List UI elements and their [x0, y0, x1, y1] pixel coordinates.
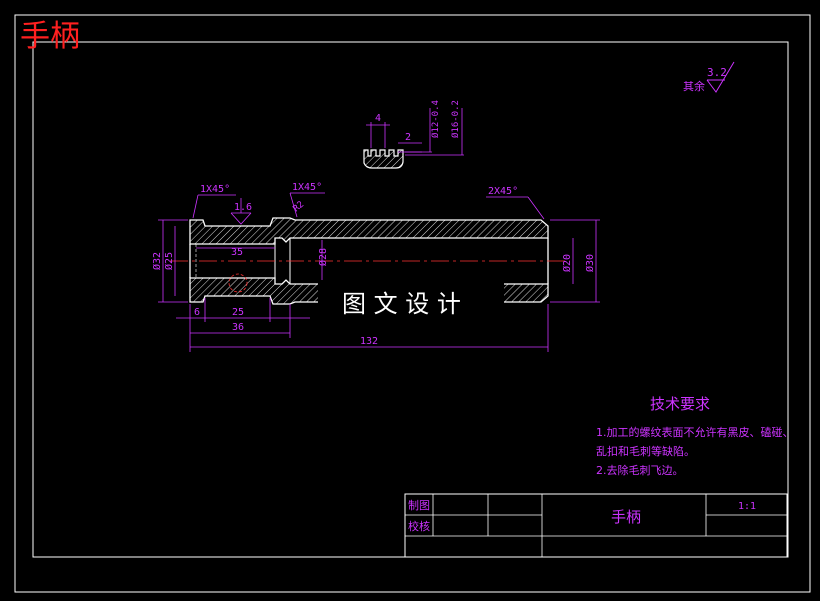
length-dims: 35 6 25 36 132	[176, 247, 549, 352]
title-block: 制图 校核 手柄 1:1	[404, 493, 788, 558]
dim-total: 132	[360, 336, 378, 347]
chamfer-middle: 1X45°	[292, 182, 322, 193]
dim-6: 6	[194, 307, 200, 318]
watermark-title: 手柄	[20, 19, 80, 54]
detail-depth: 2	[405, 132, 411, 143]
detail-width: 4	[375, 113, 381, 124]
tech-req-line3: 2.去除毛刺飞边。	[596, 463, 684, 477]
local-roughness-value: 1.6	[234, 202, 252, 213]
dim-bore: 35	[231, 247, 243, 258]
dim-d28: Ø28	[317, 248, 329, 266]
groove-detail-view: 4 2 Ø12-0.4 Ø16-0.2	[363, 100, 464, 169]
title-block-checked: 校核	[408, 519, 430, 533]
title-block-part-name: 手柄	[611, 508, 641, 526]
chamfer-labels: 1X45° 1X45° 2X45° R2	[192, 182, 545, 220]
right-diameter-dims: Ø20 Ø30	[550, 219, 600, 303]
outer-border	[14, 14, 811, 593]
local-roughness-symbol: 1.6	[230, 198, 252, 225]
radius-r2: R2	[292, 200, 307, 215]
left-diameter-dims: Ø32 Ø25 Ø28	[151, 219, 329, 303]
technical-requirements: 技术要求 1.加工的螺纹表面不允许有黑皮、磕碰、 乱扣和毛刺等缺陷。 2.去除毛…	[596, 395, 794, 477]
surface-finish-value: 3.2	[707, 66, 727, 79]
dim-d20: Ø20	[561, 254, 573, 272]
design-watermark: 图 文 设 计	[318, 280, 504, 325]
detail-dia2: Ø16-0.2	[450, 100, 461, 138]
dim-25: 25	[232, 307, 244, 318]
title-block-drawn: 制图	[408, 499, 430, 512]
tech-req-line1: 1.加工的螺纹表面不允许有黑皮、磕碰、	[596, 425, 794, 439]
surface-finish-prefix: 其余	[683, 79, 705, 93]
chamfer-left: 1X45°	[200, 184, 230, 195]
detail-dia1: Ø12-0.4	[430, 100, 441, 138]
dim-d25: Ø25	[163, 252, 175, 270]
design-watermark-text: 图 文 设 计	[342, 290, 461, 318]
tech-req-line2: 乱扣和毛刺等缺陷。	[596, 444, 695, 458]
dim-d30: Ø30	[584, 254, 596, 272]
chamfer-right: 2X45°	[488, 186, 518, 197]
tech-req-title: 技术要求	[650, 395, 710, 413]
dim-36: 36	[232, 322, 244, 333]
title-block-scale: 1:1	[738, 501, 756, 512]
surface-finish-symbol: 其余 3.2	[683, 61, 735, 93]
dim-d32: Ø32	[151, 252, 163, 270]
